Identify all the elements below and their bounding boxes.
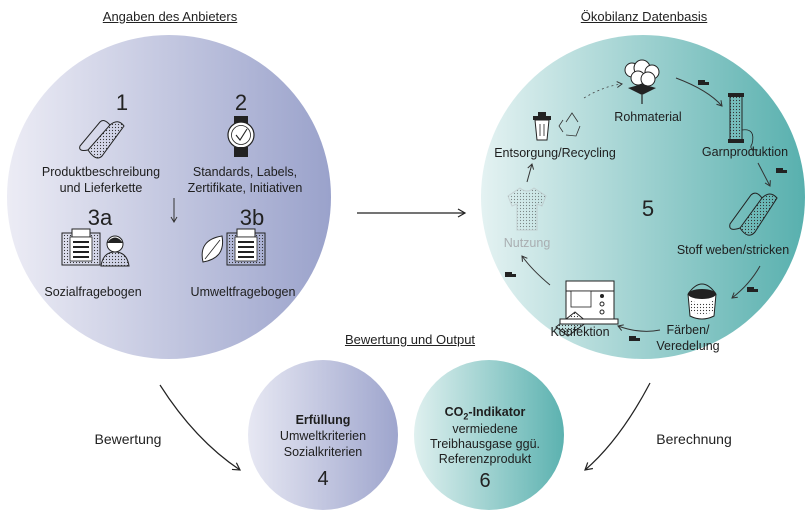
calculation-label: Berechnung [656, 431, 732, 447]
lca-header: Ökobilanz Datenbasis [580, 9, 708, 24]
output-header: Bewertung und Output [344, 332, 476, 347]
certificate-medal-icon [227, 116, 255, 157]
step-1-label-line1: Produktbeschreibung [41, 165, 161, 179]
co2-line1: vermiedene [452, 422, 518, 436]
step-3a-number: 3a [87, 205, 113, 230]
cycle-arrow-2 [757, 162, 771, 187]
truck-icon [698, 80, 709, 85]
truck-icon [629, 336, 640, 341]
cotton-plant-icon [624, 59, 660, 104]
fulfillment-title: Erfüllung [295, 413, 351, 427]
co2-line2: Treibhausgase ggü. [429, 437, 541, 451]
step-6-number: 6 [479, 470, 491, 492]
step-2-number: 2 [234, 90, 248, 115]
cycle-step-dyeing-line1: Färben/ [666, 323, 710, 337]
cycle-arrow-4 [617, 324, 661, 332]
fulfillment-circle [248, 360, 398, 510]
cycle-arrow-1 [675, 77, 723, 107]
cycle-step-dyeing-line2: Veredelung [656, 339, 720, 353]
evaluation-label: Bewertung [94, 431, 162, 447]
environment-clipboard-icon [226, 228, 266, 266]
cycle-arrow-3 [731, 265, 761, 299]
step-1-number: 1 [115, 90, 129, 115]
fulfillment-line1: Umweltkriterien [279, 429, 367, 443]
social-clipboard-icon [61, 228, 101, 266]
co2-circle [414, 360, 564, 510]
leaf-icon [201, 235, 224, 263]
step-2-label-line2: Zertifikate, Initiativen [187, 181, 303, 195]
tshirt-icon [507, 187, 547, 231]
trash-can-icon [533, 112, 551, 141]
cycle-step-yarn-production: Garnproduktion [701, 145, 789, 159]
lca-circle [481, 35, 805, 359]
truck-icon [505, 272, 516, 277]
step-5-number: 5 [641, 196, 655, 221]
co2-line3: Referenzprodukt [438, 452, 532, 466]
cycle-step-weaving: Stoff weben/stricken [676, 243, 790, 257]
cycle-step-disposal: Entsorgung/Recycling [494, 146, 616, 160]
yarn-spool-icon [728, 93, 759, 151]
step-1-label-line2: und Lieferkette [59, 181, 143, 195]
fabric-roll-icon [79, 120, 125, 159]
cycle-step-use: Nutzung [503, 236, 551, 250]
sewing-machine-icon [555, 280, 619, 337]
step-2-label-line1: Standards, Labels, [192, 165, 298, 179]
provider-header: Angaben des Anbieters [102, 9, 238, 24]
step-3b-label: Umweltfragebogen [190, 285, 296, 299]
step-4-number: 4 [317, 468, 329, 490]
co2-title: CO2-Indikator [444, 405, 526, 422]
berechnung-arrow [584, 382, 651, 471]
cycle-step-raw-material: Rohmaterial [614, 110, 682, 124]
bewertung-arrow [159, 384, 242, 471]
step-3b-number: 3b [239, 205, 265, 230]
cycle-arrow-6 [526, 163, 535, 183]
recycle-icon [558, 112, 581, 137]
cycle-step-manufacturing: Konfektion [550, 325, 610, 339]
step-3a-label: Sozialfragebogen [44, 285, 142, 299]
cycle-arrow-7 [583, 81, 623, 99]
provider-circle [7, 35, 331, 359]
dye-bucket-icon [687, 283, 717, 320]
fabric-roll-lca-icon [729, 192, 778, 236]
fulfillment-line2: Sozialkriterien [283, 445, 363, 459]
cycle-arrow-5 [521, 255, 551, 286]
truck-icon [776, 168, 787, 173]
person-icon [100, 235, 130, 267]
truck-icon [747, 287, 758, 292]
